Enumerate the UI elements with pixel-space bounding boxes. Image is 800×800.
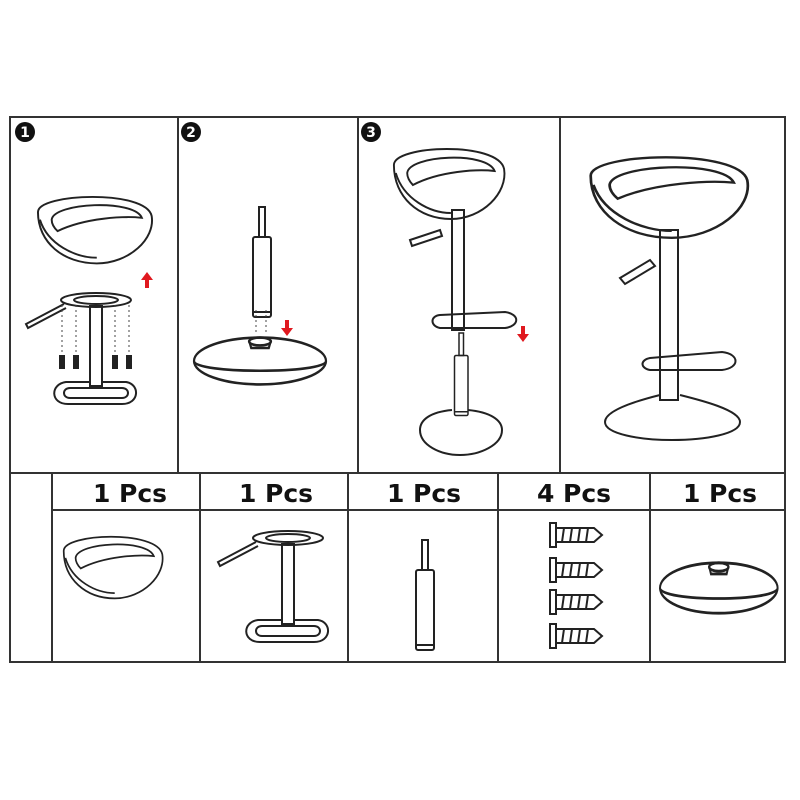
gas-lift-part: [415, 539, 435, 651]
svg-text:2: 2: [186, 125, 196, 141]
part-2-quantity: 1 Pcs: [239, 479, 313, 508]
svg-text:3: 3: [366, 125, 376, 141]
base-part: [658, 561, 779, 615]
step-2-badge: 2: [181, 122, 201, 142]
frame-part: [217, 530, 330, 643]
part-3-quantity: 1 Pcs: [387, 479, 461, 508]
step-2-illustration: [192, 206, 328, 386]
assembled-stool-illustration: [589, 155, 750, 442]
part-5-quantity: 1 Pcs: [683, 479, 757, 508]
screws-part: [549, 522, 603, 649]
part-4-quantity: 4 Pcs: [537, 479, 611, 508]
step-1-badge: 1: [15, 122, 35, 142]
seat-part: [62, 535, 164, 600]
step-3-badge: 3: [361, 122, 381, 142]
step-3-illustration: [392, 148, 529, 457]
panel-grid: [9, 116, 786, 663]
step-1-illustration: [25, 195, 154, 405]
svg-text:1: 1: [20, 125, 30, 141]
part-1-quantity: 1 Pcs: [93, 479, 167, 508]
